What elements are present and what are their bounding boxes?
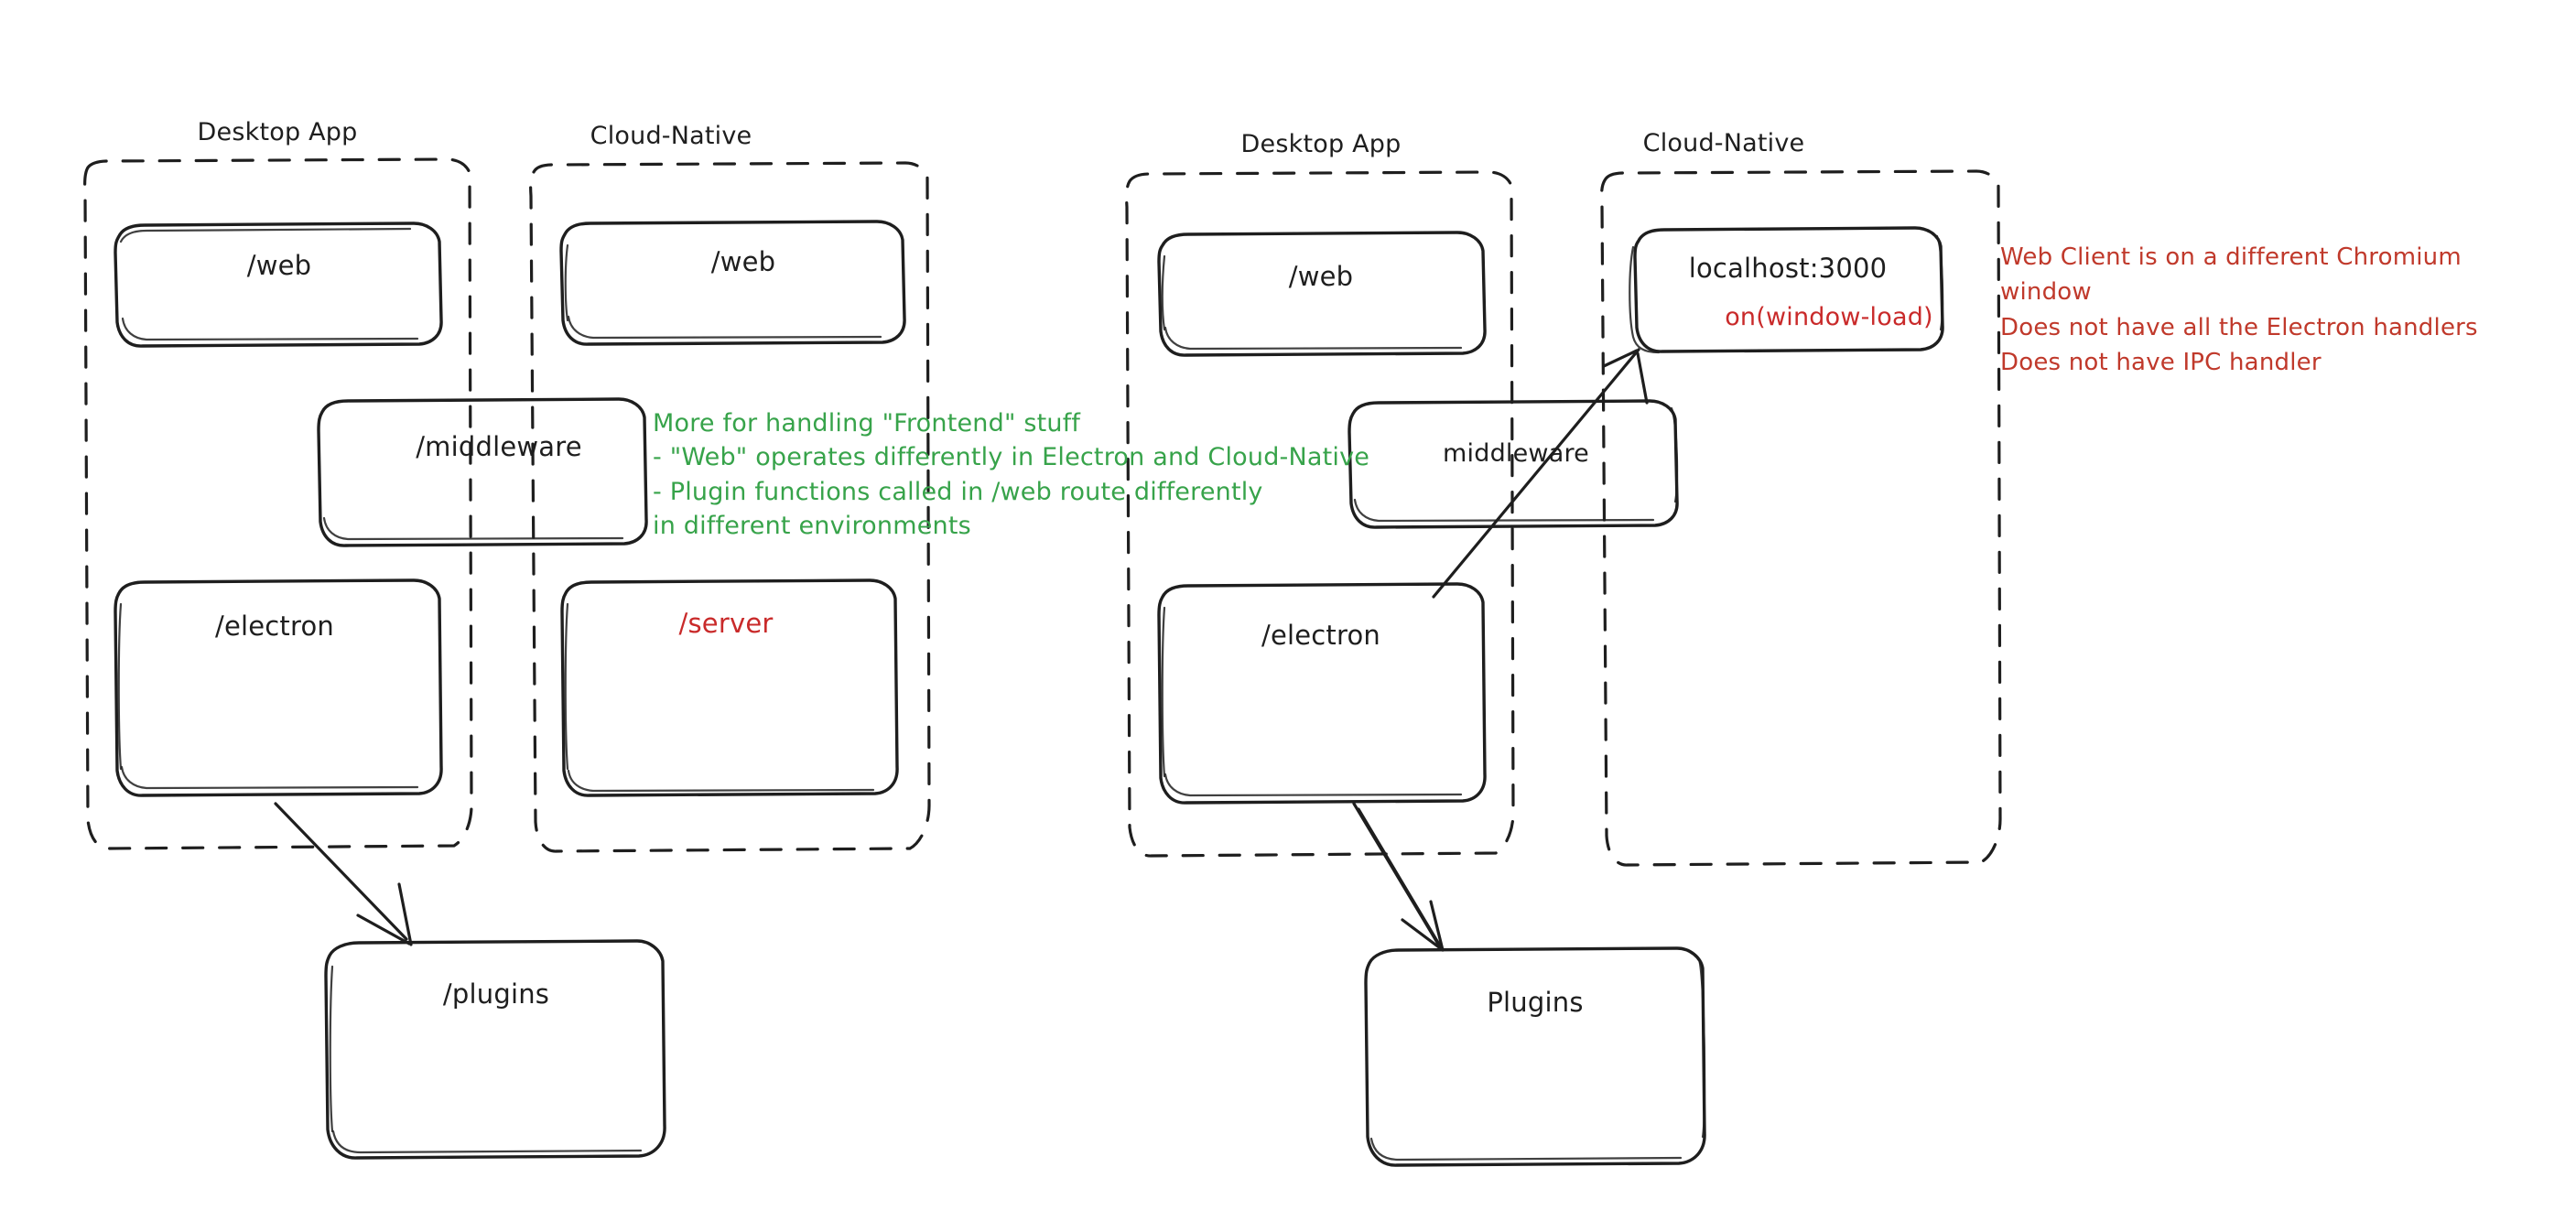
group-label-left-cloud-native: Cloud-Native — [590, 122, 752, 150]
box-label-left-electron[interactable]: /electron — [214, 611, 335, 642]
box-label-left-cloud-web[interactable]: /web — [710, 246, 776, 277]
box-label-right-middleware[interactable]: middleware — [1443, 439, 1589, 468]
annotation-green-frontend-note: More for handling "Frontend" stuff - "We… — [653, 409, 1370, 540]
box-outline-left-plugins — [324, 939, 666, 1160]
group-label-right-desktop-app: Desktop App — [1240, 130, 1402, 158]
box-label-right-desktop-web[interactable]: /web — [1288, 261, 1354, 292]
box-outline-left-cloud-web — [559, 220, 906, 346]
arrow-right-electron-to-localhost — [1432, 348, 1649, 599]
box-outline-right-electron — [1157, 582, 1487, 805]
box-label-right-plugins[interactable]: Plugins — [1487, 987, 1584, 1018]
box-outline-left-middleware — [317, 397, 648, 547]
group-label-left-desktop-app: Desktop App — [197, 118, 358, 146]
box-label-left-middleware[interactable]: /middleware — [416, 431, 582, 462]
box-label-right-localhost[interactable]: localhost:3000 — [1688, 253, 1888, 284]
box-outline-left-desktop-web — [114, 222, 443, 348]
box-label-left-desktop-web[interactable]: /web — [246, 250, 312, 281]
box-label-left-plugins[interactable]: /plugins — [442, 978, 550, 1010]
annotation-red-web-client-note: Web Client is on a different Chromium wi… — [2000, 243, 2478, 377]
group-label-right-cloud-native: Cloud-Native — [1642, 129, 1805, 157]
box-sublabel-right-localhost-onwindowload: on(window-load) — [1725, 303, 1933, 331]
arrow-right-electron-to-plugins — [1352, 802, 1445, 952]
box-outline-right-localhost — [1629, 226, 1944, 354]
arrow-left-electron-to-plugins — [274, 802, 413, 946]
box-outline-right-plugins — [1364, 946, 1706, 1167]
box-label-right-electron[interactable]: /electron — [1261, 620, 1381, 651]
box-label-left-server[interactable]: /server — [678, 608, 774, 639]
